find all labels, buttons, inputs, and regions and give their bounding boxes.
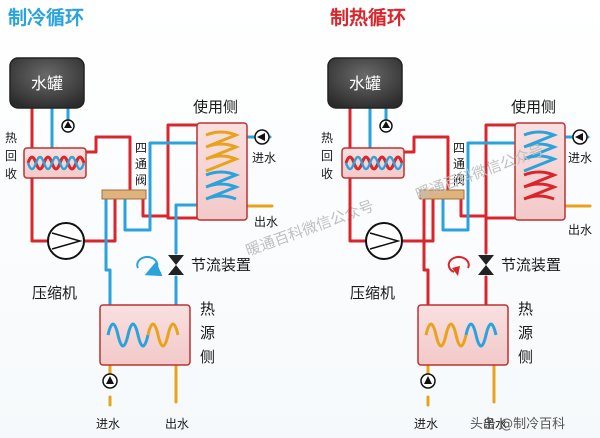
svg-text:回: 回 [5,149,17,163]
flow-arrowhead-heat [452,266,460,276]
compressor-icon-heat [365,222,403,260]
svg-text:阀: 阀 [453,173,465,187]
cooling-cycle-panel: 制冷循环 水罐 [5,6,376,431]
svg-text:收: 收 [5,167,17,181]
flow-direction-arrow-heat [447,255,470,273]
user-side-label: 使用侧 [193,98,238,116]
user-water-in-label: 进水 [252,151,276,165]
source-water-out-label: 出水 [165,417,189,431]
user-water-in-label-heat: 进水 [568,151,592,165]
four-way-valve [101,189,147,200]
compressor-label: 压缩机 [32,284,77,302]
user-pump-arrow-icon-heat [575,133,583,141]
user-water-out-label: 出水 [254,215,278,229]
four-way-valve-label: 四 通 阀 [135,141,147,187]
throttle-label: 节流装置 [191,256,251,274]
heat-source-exchanger [99,304,191,366]
user-water-out-label-heat: 出水 [568,223,592,237]
heat-source-label-heat: 热 源 侧 [518,300,533,366]
tank-pump-arrow-icon-heat [382,121,390,128]
source-water-in-label-heat: 进水 [414,417,438,431]
source-pump-arrow-icon-heat [424,376,432,384]
throttle-valve-heat [478,255,494,275]
cooling-cycle-title: 制冷循环 [8,6,84,29]
water-tank-label-heat: 水罐 [349,74,381,93]
heat-recovery-label-heat: 热 回 收 [321,131,333,181]
svg-text:通: 通 [453,157,465,171]
source-water-in-label: 进水 [96,417,120,431]
water-tank-label: 水罐 [31,74,63,93]
throttle-label-heat: 节流装置 [501,256,561,274]
four-way-valve-heat [419,189,465,200]
heating-cycle-title: 制热循环 [330,6,406,29]
svg-text:四: 四 [135,141,147,155]
svg-text:收: 收 [321,167,333,181]
user-side-exchanger [196,122,248,221]
flow-direction-arrow [136,255,163,277]
water-tank-heat [327,57,403,109]
heat-source-label: 热 源 侧 [200,300,215,366]
svg-text:热: 热 [518,300,533,318]
svg-text:源: 源 [200,324,215,342]
water-tank [9,57,85,109]
svg-text:热: 热 [321,131,333,145]
svg-text:通: 通 [135,157,147,171]
svg-text:源: 源 [518,324,533,342]
compressor-label-heat: 压缩机 [350,284,395,302]
svg-text:阀: 阀 [135,173,147,187]
compressor-icon [47,222,85,260]
source-pump-arrow-icon [106,376,114,384]
svg-text:侧: 侧 [518,348,533,366]
hot-refrigerant-pipes-heat [348,106,519,309]
throttle-valve [168,255,184,275]
source-water-out-label-heat: 出水 [483,417,507,431]
heat-recovery-label: 热 回 收 [5,131,17,181]
svg-text:热: 热 [5,131,17,145]
svg-text:侧: 侧 [200,348,215,366]
user-pump-arrow-icon [257,133,265,141]
svg-text:四: 四 [453,141,465,155]
compressor-symbol [51,232,83,250]
heating-cycle-panel: 制热循环 水罐 [321,6,592,431]
heat-source-exchanger-heat [417,304,509,366]
heat-recovery-exchanger [23,147,87,179]
tank-pump-arrow-icon [64,121,72,128]
user-side-label-heat: 使用侧 [511,98,556,116]
footer-credit: 头条 @制冷百科 [470,416,565,432]
four-way-valve-label-heat: 四 通 阀 [453,141,465,187]
compressor-symbol-heat [369,232,401,250]
svg-text:回: 回 [321,149,333,163]
heat-recovery-exchanger-heat [341,147,405,179]
svg-text:热: 热 [200,300,215,318]
user-side-exchanger-heat [514,122,566,221]
